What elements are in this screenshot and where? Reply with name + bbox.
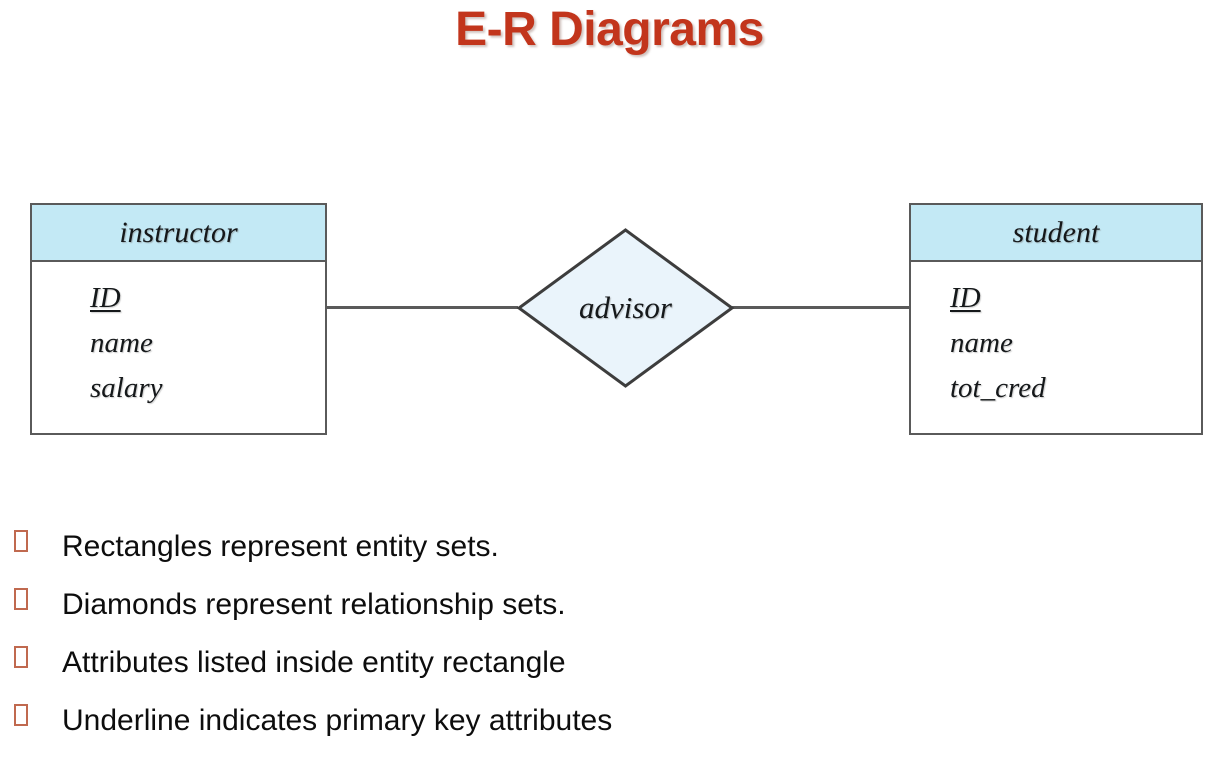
connector-advisor-student — [732, 306, 910, 309]
list-item: Diamonds represent relationship sets. — [0, 576, 1219, 634]
list-item-label: Diamonds represent relationship sets. — [62, 588, 566, 621]
entity-header-student: student — [911, 205, 1201, 262]
attribute-student-id: ID — [950, 282, 981, 314]
attribute-list-instructor: ID name salary — [32, 262, 325, 411]
entity-header-instructor: instructor — [32, 205, 325, 262]
attribute-instructor-salary: salary — [90, 371, 163, 404]
diamond-shape-icon — [516, 228, 735, 388]
attribute-instructor-id: ID — [90, 282, 121, 314]
relationship-name-advisor: advisor — [579, 290, 672, 325]
hollow-rectangle-bullet-icon — [14, 704, 28, 726]
list-item: Underline indicates primary key attribut… — [0, 692, 1219, 750]
list-item-label: Attributes listed inside entity rectangl… — [62, 646, 566, 679]
list-item-label: Rectangles represent entity sets. — [62, 530, 499, 563]
relationship-diamond-advisor[interactable]: advisor — [516, 227, 735, 389]
list-item-label: Underline indicates primary key attribut… — [62, 704, 613, 737]
entity-name-student: student — [1012, 215, 1100, 249]
entity-name-instructor: instructor — [119, 215, 238, 249]
page-title: E-R Diagrams — [455, 3, 764, 56]
list-item: Attributes listed inside entity rectangl… — [0, 634, 1219, 692]
hollow-rectangle-bullet-icon — [14, 530, 28, 552]
list-item: Rectangles represent entity sets. — [0, 518, 1219, 576]
bullet-list: Rectangles represent entity sets. Diamon… — [0, 518, 1219, 750]
er-diagram: instructor ID name salary advisor studen… — [30, 203, 1203, 435]
entity-box-student[interactable]: student ID name tot_cred — [909, 203, 1203, 435]
hollow-rectangle-bullet-icon — [14, 646, 28, 668]
attribute-student-tot-cred: tot_cred — [950, 371, 1046, 404]
attribute-instructor-name: name — [90, 326, 153, 359]
connector-instructor-advisor — [327, 306, 518, 309]
attribute-list-student: ID name tot_cred — [911, 262, 1201, 411]
entity-box-instructor[interactable]: instructor ID name salary — [30, 203, 327, 435]
hollow-rectangle-bullet-icon — [14, 588, 28, 610]
attribute-student-name: name — [950, 326, 1013, 359]
